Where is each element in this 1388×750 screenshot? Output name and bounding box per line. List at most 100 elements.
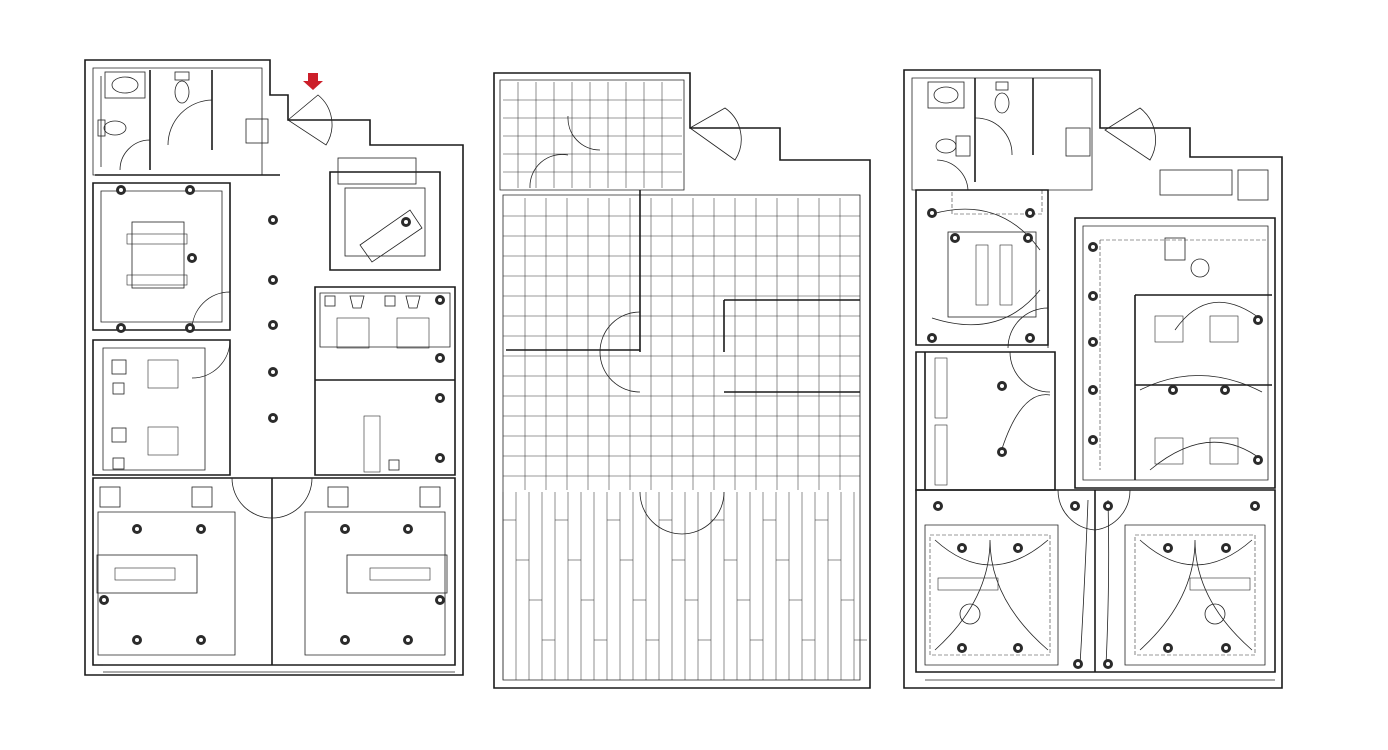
chair-row	[126, 233, 188, 245]
toilet-icon	[935, 135, 971, 157]
light-fixture-icon	[1025, 208, 1035, 218]
toilet-icon	[174, 71, 190, 104]
light-fixture-icon	[132, 524, 142, 534]
light-fixture-icon	[268, 367, 278, 377]
chair-icon	[324, 295, 336, 307]
door-swing-icon	[167, 99, 213, 146]
door-swing-icon	[599, 311, 641, 393]
floor-boundary	[502, 194, 861, 681]
inner-wall-line	[924, 524, 1266, 666]
lighting-circuit-wire	[934, 539, 1049, 651]
door-swing-icon	[529, 115, 601, 189]
reception-desk	[359, 209, 423, 263]
light-fixture-icon	[1088, 337, 1098, 347]
chair-row	[369, 567, 431, 581]
workstation	[1154, 437, 1184, 465]
cabin-wall	[92, 477, 456, 666]
chair-row	[1189, 577, 1251, 591]
lighting-layout-plan	[903, 69, 1283, 689]
light-fixture-icon	[1103, 659, 1113, 669]
chair-icon	[111, 359, 127, 375]
chair-icon	[111, 427, 127, 443]
light-fixture-icon	[1168, 385, 1178, 395]
light-fixture-icon	[927, 333, 937, 343]
column	[191, 486, 213, 508]
inner-wall-line	[911, 77, 1093, 191]
light-fixture-icon	[435, 453, 445, 463]
light-fixture-icon	[403, 635, 413, 645]
light-fixture-group	[99, 185, 445, 645]
light-fixture-icon	[132, 635, 142, 645]
light-fixture-icon	[435, 295, 445, 305]
chair-icon	[959, 603, 981, 625]
column	[327, 486, 349, 508]
storage-unit	[363, 415, 381, 473]
false-ceiling-outline	[1099, 239, 1268, 470]
inner-wall-line	[100, 190, 223, 323]
light-fixture-icon	[268, 275, 278, 285]
light-fixture-icon	[1221, 543, 1231, 553]
light-fixture-icon	[1013, 643, 1023, 653]
geyser	[1065, 127, 1091, 157]
light-fixture-icon	[997, 447, 1007, 457]
chair-icon	[1190, 258, 1210, 278]
light-fixture-group	[927, 208, 1263, 669]
chair-icon	[1164, 237, 1186, 261]
light-fixture-icon	[435, 353, 445, 363]
door-swing-icon	[1009, 351, 1051, 393]
cabin-wall	[915, 489, 1276, 673]
light-fixture-icon	[340, 524, 350, 534]
light-fixture-icon	[957, 643, 967, 653]
chair-row	[114, 567, 176, 581]
light-fixture-icon	[268, 215, 278, 225]
workstation	[934, 424, 948, 486]
workstation	[336, 317, 370, 349]
light-fixture-icon	[1088, 242, 1098, 252]
geyser	[245, 118, 269, 144]
door-swing-icon	[231, 477, 313, 519]
door-swing-icon	[974, 117, 1013, 156]
outer-wall	[493, 72, 871, 689]
light-fixture-icon	[116, 185, 126, 195]
light-fixture-icon	[1070, 501, 1080, 511]
chair-row	[937, 577, 999, 591]
door-swing-icon	[1057, 489, 1131, 531]
toilet-icon	[97, 119, 127, 137]
column	[1237, 169, 1269, 201]
door-swing-icon	[191, 339, 231, 379]
light-fixture-icon	[1088, 435, 1098, 445]
window-line	[103, 664, 455, 673]
column	[112, 457, 125, 470]
chair-icon	[1204, 603, 1226, 625]
partition-line	[1134, 294, 1272, 480]
workstation	[1209, 437, 1239, 465]
cabin-wall	[915, 351, 1056, 491]
false-ceiling-outline	[929, 534, 1051, 656]
light-fixture-icon	[1253, 455, 1263, 465]
partition-line	[506, 190, 860, 393]
column	[112, 382, 125, 395]
light-fixture-icon	[401, 217, 411, 227]
door-swing-icon	[191, 291, 231, 331]
light-fixture-icon	[1023, 233, 1033, 243]
toilet-partition	[974, 78, 1034, 182]
light-fixture-icon	[1025, 333, 1035, 343]
cabin-desk	[96, 554, 198, 594]
sofa	[1159, 169, 1233, 196]
conference-table	[947, 231, 1037, 318]
workstation	[147, 426, 179, 456]
door-swing-icon	[1007, 307, 1049, 349]
toilet-icon	[994, 81, 1010, 114]
light-fixture-icon	[1220, 385, 1230, 395]
light-fixture-icon	[1250, 501, 1260, 511]
door-swing-icon	[689, 107, 742, 161]
light-fixture-icon	[435, 393, 445, 403]
reception-counter	[344, 187, 426, 257]
light-fixture-icon	[116, 323, 126, 333]
chair-icon	[388, 459, 400, 471]
chair-icon	[349, 295, 421, 309]
washbasin-icon	[927, 81, 965, 109]
column	[419, 486, 441, 508]
light-fixture-icon	[403, 524, 413, 534]
